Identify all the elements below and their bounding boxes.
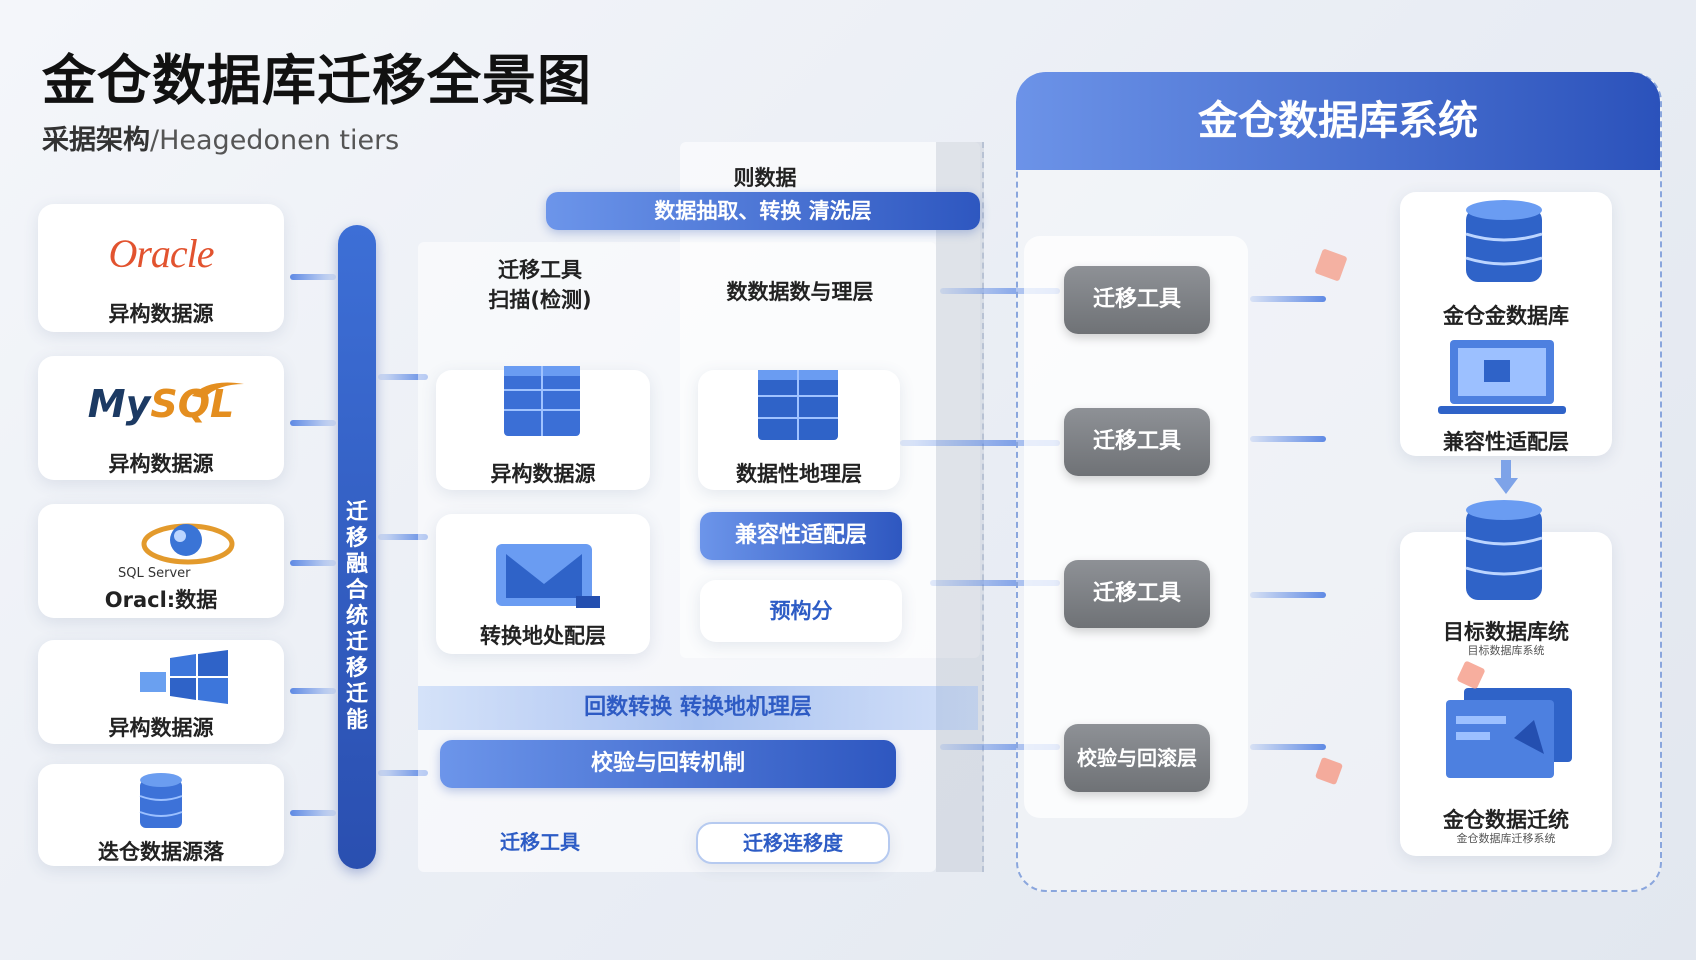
arrow-to-mysql xyxy=(290,420,336,426)
arrow-bar-to-middle xyxy=(378,534,428,540)
server-cube-icon xyxy=(504,366,580,436)
arrow-to-system xyxy=(930,580,1060,586)
windows-logo xyxy=(140,650,228,704)
arrow-to-database xyxy=(290,810,336,816)
process-layer-title: 数数据数与理层 xyxy=(726,280,874,304)
card-label: 异构数据源 xyxy=(490,462,596,486)
bottom-migrate-card[interactable]: 迁移连移度 xyxy=(696,822,890,864)
tool-title-1: 迁移工具 xyxy=(498,258,582,282)
source-card-oracle[interactable]: Oracle 异构数据源 xyxy=(38,204,284,332)
system-tool-2[interactable]: 迁移工具 xyxy=(1064,408,1210,476)
arrow-to-system xyxy=(900,440,1060,446)
mysql-logo: MySQL xyxy=(87,382,235,426)
system-title: 金仓数据库系统 xyxy=(1016,72,1660,170)
card-hetero-source[interactable]: 异构数据源 xyxy=(436,366,650,490)
migration-capability-bar xyxy=(338,225,376,869)
bottom-tool-label: 迁移工具 xyxy=(500,830,580,854)
source-label: 迭仓数据源落 xyxy=(98,840,224,864)
page-subtitle: 采据架构/Heagedonen tiers xyxy=(42,118,399,157)
source-label: 异构数据源 xyxy=(108,452,214,476)
arrow-tool-to-node xyxy=(1250,436,1326,442)
source-label: 异构数据源 xyxy=(108,716,214,740)
oracle-logo: Oracle xyxy=(108,231,214,276)
etl-layer-bar: 数据抽取、转换 清洗层 xyxy=(546,192,980,230)
node-label-compat: 兼容性适配层 xyxy=(1443,430,1569,454)
migration-capability-text: 迁移 融合 统 迁移 迁 能 xyxy=(345,500,368,733)
subtitle-bold: 采据架构 xyxy=(42,125,150,156)
middle-top-label: 则数据 xyxy=(733,166,797,190)
card-data-process[interactable]: 数据性地理层 xyxy=(698,370,900,490)
arrow-to-system xyxy=(940,288,1060,294)
source-card-mysql[interactable]: MySQL 异构数据源 xyxy=(38,356,284,480)
arrow-tool-to-node xyxy=(1250,296,1326,302)
card-adapt-process[interactable]: 转换地处配层 xyxy=(436,514,650,654)
middle-side-panel xyxy=(936,142,984,872)
tool-title-2: 扫描(检测) xyxy=(488,288,592,312)
node-label-target-db: 目标数据库统 xyxy=(1443,620,1569,644)
laptop-icon xyxy=(1438,340,1566,414)
compat-sub-card[interactable]: 预构分 xyxy=(700,580,902,642)
verify-rollback-bar: 校验与回转机制 xyxy=(440,740,896,788)
source-card-database[interactable]: 迭仓数据源落 xyxy=(38,764,284,866)
envelope-window-icon xyxy=(496,544,600,608)
server-cube-icon xyxy=(758,370,838,440)
node-sub-migration-sys: 金仓数据库迁移系统 xyxy=(1456,832,1556,845)
card-label: 转换地处配层 xyxy=(480,624,606,648)
conversion-layer-band: 回数转换 转换地机理层 xyxy=(418,686,978,730)
sql-server-logo xyxy=(141,523,235,565)
arrow-bar-to-middle xyxy=(378,374,428,380)
source-card-sqlserver[interactable]: SQL Server Oracl:数据 xyxy=(38,504,284,618)
sql-server-text: SQL Server xyxy=(118,566,191,581)
arrow-to-sqlserver xyxy=(290,560,336,566)
node-sub-target-db: 目标数据库系统 xyxy=(1467,644,1545,657)
arrow-to-oracle xyxy=(290,274,336,280)
database-stack-icon xyxy=(1465,200,1543,282)
subtitle-rest: /Heagedonen tiers xyxy=(150,125,400,156)
dolphin-icon xyxy=(192,382,244,398)
source-label: 异构数据源 xyxy=(108,302,214,326)
card-label: 数据性地理层 xyxy=(736,462,862,486)
database-stack-icon xyxy=(1465,500,1543,600)
arrow-to-system xyxy=(940,744,1060,750)
node-label-migration-sys: 金仓数据迁统 xyxy=(1443,808,1569,832)
arrow-bar-to-middle xyxy=(378,770,428,776)
arrow-tool-to-node xyxy=(1250,592,1326,598)
system-tool-3[interactable]: 迁移工具 xyxy=(1064,560,1210,628)
page-title: 金仓数据库迁移全景图 xyxy=(42,49,592,112)
database-icon xyxy=(139,773,183,828)
compat-layer-bar: 兼容性适配层 xyxy=(700,512,902,560)
monitor-icon xyxy=(1446,688,1572,778)
system-tool-1[interactable]: 迁移工具 xyxy=(1064,266,1210,334)
arrow-to-windows xyxy=(290,688,336,694)
arrow-down-icon xyxy=(1494,460,1518,494)
source-label: Oracl:数据 xyxy=(104,588,218,612)
system-verify-rollback[interactable]: 校验与回滚层 xyxy=(1064,724,1210,792)
node-label-kingbase: 金仓金数据库 xyxy=(1443,304,1569,328)
arrow-tool-to-node xyxy=(1250,744,1326,750)
source-card-windows[interactable]: 异构数据源 xyxy=(38,640,284,744)
